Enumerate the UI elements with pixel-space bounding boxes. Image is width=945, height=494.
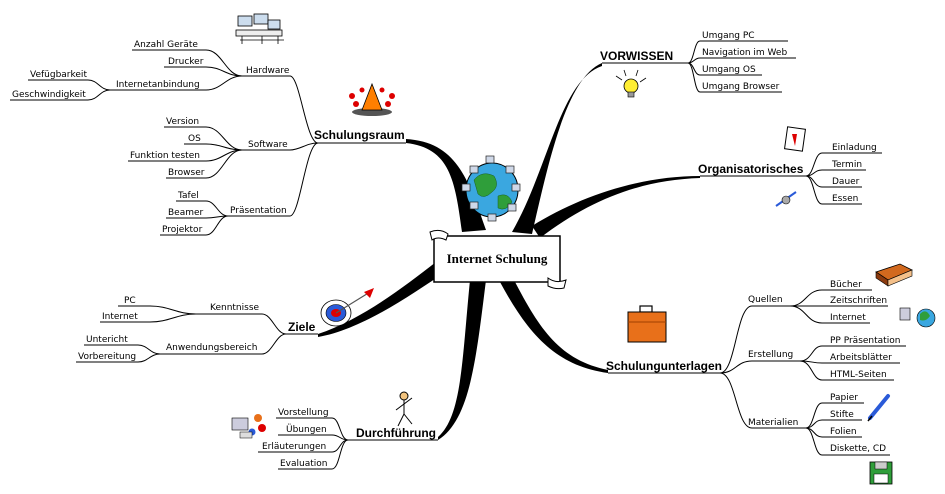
node-buecher[interactable]: Bücher (830, 280, 862, 290)
node-version[interactable]: Version (166, 117, 199, 127)
branch-vorwissen (512, 63, 602, 234)
node-navigation-im-web[interactable]: Navigation im Web (702, 48, 787, 58)
node-untericht[interactable]: Untericht (86, 335, 128, 345)
classroom-icon (231, 414, 266, 439)
node-umgang-browser[interactable]: Umgang Browser (702, 82, 780, 92)
sub-labels: Hardware Anzahl Geräte Drucker Interneta… (12, 31, 900, 469)
node-tafel[interactable]: Tafel (177, 191, 199, 201)
node-dauer[interactable]: Dauer (832, 177, 860, 187)
computer-globe-icon (899, 307, 936, 328)
branch-schulungsraum (406, 139, 486, 232)
node-anzahl-geraete[interactable]: Anzahl Geräte (134, 40, 198, 50)
node-hardware[interactable]: Hardware (246, 66, 290, 76)
calendar-icon (783, 126, 807, 152)
node-internet-quellen[interactable]: Internet (830, 313, 866, 323)
node-browser[interactable]: Browser (168, 168, 205, 178)
node-internet-ziele[interactable]: Internet (102, 312, 138, 322)
center-title: Internet Schulung (447, 251, 548, 266)
node-evaluation[interactable]: Evaluation (280, 459, 328, 469)
branch-label-durchfuehrung[interactable]: Durchführung (356, 426, 436, 440)
node-pc[interactable]: PC (124, 296, 136, 306)
node-umgang-pc[interactable]: Umgang PC (702, 31, 755, 41)
target-arrow-icon (320, 288, 374, 327)
presenter-icon (395, 391, 413, 427)
node-os[interactable]: OS (188, 134, 201, 144)
connector-lines (10, 40, 906, 470)
node-einladung[interactable]: Einladung (832, 143, 877, 153)
node-projektor[interactable]: Projektor (162, 225, 203, 235)
branch-label-vorwissen[interactable]: VORWISSEN (600, 49, 673, 63)
node-erstellung[interactable]: Erstellung (748, 350, 793, 360)
briefcase-icon (627, 305, 667, 343)
computer-network-icon (235, 13, 284, 44)
node-umgang-os[interactable]: Umgang OS (702, 65, 756, 75)
pen-watch-icon (775, 191, 797, 207)
node-html-seiten[interactable]: HTML-Seiten (830, 370, 887, 380)
pen-icon (867, 394, 890, 422)
node-internetanbindung[interactable]: Internetanbindung (116, 80, 200, 90)
node-materialien[interactable]: Materialien (748, 418, 798, 428)
book-icon (875, 263, 913, 287)
traffic-cone-icon (349, 82, 395, 116)
node-arbeitsblaetter[interactable]: Arbeitsblätter (830, 353, 892, 363)
node-zeitschriften[interactable]: Zeitschriften (830, 296, 887, 306)
main-labels: Schulungsraum VORWISSEN Organisatorische… (288, 49, 804, 440)
node-papier[interactable]: Papier (830, 393, 858, 403)
main-branches (318, 63, 700, 440)
branch-label-schulungunterlagen[interactable]: Schulungunterlagen (606, 359, 722, 373)
node-vorstellung[interactable]: Vorstellung (278, 408, 329, 418)
branch-label-organisatorisches[interactable]: Organisatorisches (698, 162, 804, 176)
node-drucker[interactable]: Drucker (168, 57, 204, 67)
center-scroll-curl-right (547, 277, 567, 290)
node-beamer[interactable]: Beamer (168, 208, 204, 218)
node-vorbereitung[interactable]: Vorbereitung (78, 352, 136, 362)
node-funktion-testen[interactable]: Funktion testen (130, 151, 200, 161)
node-erlaeuterungen[interactable]: Erläuterungen (262, 442, 326, 452)
node-kenntnisse[interactable]: Kenntnisse (210, 303, 260, 313)
globe-network-icon (461, 155, 521, 222)
diskette-icon (869, 461, 893, 485)
center-scroll-curl-left (429, 229, 449, 241)
node-termin[interactable]: Termin (831, 160, 862, 170)
node-essen[interactable]: Essen (832, 194, 858, 204)
node-geschwindigkeit[interactable]: Geschwindigkeit (12, 90, 86, 100)
branch-schulungunterlagen (500, 280, 608, 373)
branch-label-ziele[interactable]: Ziele (288, 320, 316, 334)
branch-ziele (318, 262, 448, 337)
node-praesentation[interactable]: Präsentation (230, 206, 287, 216)
node-anwendungsbereich[interactable]: Anwendungsbereich (166, 343, 257, 353)
center-node[interactable]: Internet Schulung (429, 229, 567, 290)
node-diskette-cd[interactable]: Diskette, CD (830, 444, 886, 454)
node-vefuegbarkeit[interactable]: Vefügbarkeit (30, 70, 87, 80)
node-uebungen[interactable]: Übungen (286, 424, 327, 435)
node-pp-praesentation[interactable]: PP Präsentation (830, 336, 900, 346)
node-quellen[interactable]: Quellen (748, 295, 783, 305)
node-folien[interactable]: Folien (830, 427, 857, 437)
node-software[interactable]: Software (248, 140, 288, 150)
branch-organisatorisches (532, 176, 700, 238)
lightbulb-icon (615, 69, 647, 98)
branch-label-schulungsraum[interactable]: Schulungsraum (314, 128, 405, 142)
branch-durchfuehrung (438, 280, 486, 440)
node-stifte[interactable]: Stifte (830, 410, 854, 420)
